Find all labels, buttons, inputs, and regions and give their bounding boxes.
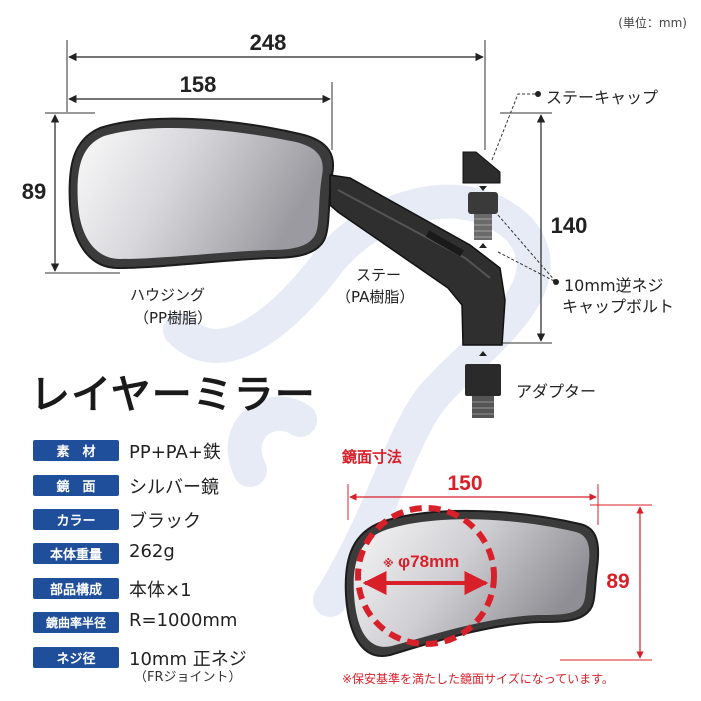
- mirror-section-title: 鏡面寸法: [342, 448, 403, 466]
- mirror-circle-mark: ※: [383, 557, 394, 570]
- label-stay-cap: ステーキャップ: [546, 88, 659, 107]
- spec-value: PP+PA+鉄: [129, 442, 221, 463]
- spec-row-color: カラー ブラック: [33, 507, 633, 533]
- dim-stay-height-text: 140: [551, 213, 588, 238]
- stay-cap: [462, 151, 501, 184]
- spec-row-material: 素 材 PP+PA+鉄: [33, 438, 633, 464]
- dim-stay-height: [500, 112, 552, 344]
- product-name: レイヤーミラー: [30, 372, 316, 418]
- spec-value: 262g: [129, 541, 175, 562]
- dim-mirror-width-text: 150: [447, 472, 482, 495]
- label-housing-material: （PP樹脂）: [134, 309, 213, 327]
- cap-bolt: [468, 192, 498, 240]
- spec-label: 本体重量: [33, 543, 119, 564]
- label-adapter: アダプター: [516, 382, 597, 401]
- mirror-circle-text: φ78mm: [398, 552, 459, 571]
- mirror-surface-diagram: [344, 484, 652, 661]
- dim-housing-width: [68, 82, 333, 150]
- mirror-note: ※保安基準を満たした鏡面サイズになっています。: [342, 672, 614, 686]
- watermark-swirl: [163, 184, 551, 617]
- spec-label: 鏡曲率半径: [33, 612, 119, 633]
- spec-row-curvature: 鏡曲率半径 R=1000mm: [33, 610, 633, 636]
- spec-row-thread: ネジ径 10mm 正ネジ: [33, 645, 633, 671]
- leader-lines: [491, 93, 557, 283]
- spec-value: 本体×1: [129, 580, 192, 601]
- label-stay: ステー: [356, 266, 402, 284]
- mirror-housing: [68, 117, 335, 270]
- dim-mirror-height-text: 89: [606, 570, 629, 593]
- spec-label: 鏡 面: [33, 475, 119, 496]
- label-housing: ハウジング: [130, 286, 206, 304]
- spec-thread-sub: （FRジョイント）: [134, 670, 242, 685]
- label-bolt-line2: キャップボルト: [562, 297, 675, 316]
- spec-row-parts: 部品構成 本体×1: [33, 576, 633, 602]
- label-bolt-line1: 10mm逆ネジ: [564, 276, 664, 295]
- dim-housing-width-text: 158: [180, 72, 217, 97]
- spec-value: R=1000mm: [129, 610, 238, 631]
- spec-label: 素 材: [33, 440, 119, 461]
- spec-row-mirror: 鏡 面 シルバー鏡: [33, 473, 633, 499]
- mirror-stay: [329, 174, 506, 346]
- dim-total-width-text: 248: [250, 30, 287, 55]
- dim-housing-height: [45, 112, 120, 274]
- adapter: [465, 364, 501, 418]
- spec-label: カラー: [33, 509, 119, 530]
- spec-value: シルバー鏡: [129, 477, 219, 498]
- unit-label: (単位：mm): [618, 16, 687, 30]
- dim-housing-height-text: 89: [22, 179, 46, 204]
- spec-value: 10mm 正ネジ: [129, 649, 247, 670]
- spec-label: ネジ径: [33, 647, 119, 668]
- spec-label: 部品構成: [33, 578, 119, 599]
- spec-row-weight: 本体重量 262g: [33, 541, 633, 567]
- label-stay-material: （PA樹脂）: [336, 288, 415, 306]
- dim-total-width: [66, 40, 486, 150]
- spec-value: ブラック: [129, 511, 201, 532]
